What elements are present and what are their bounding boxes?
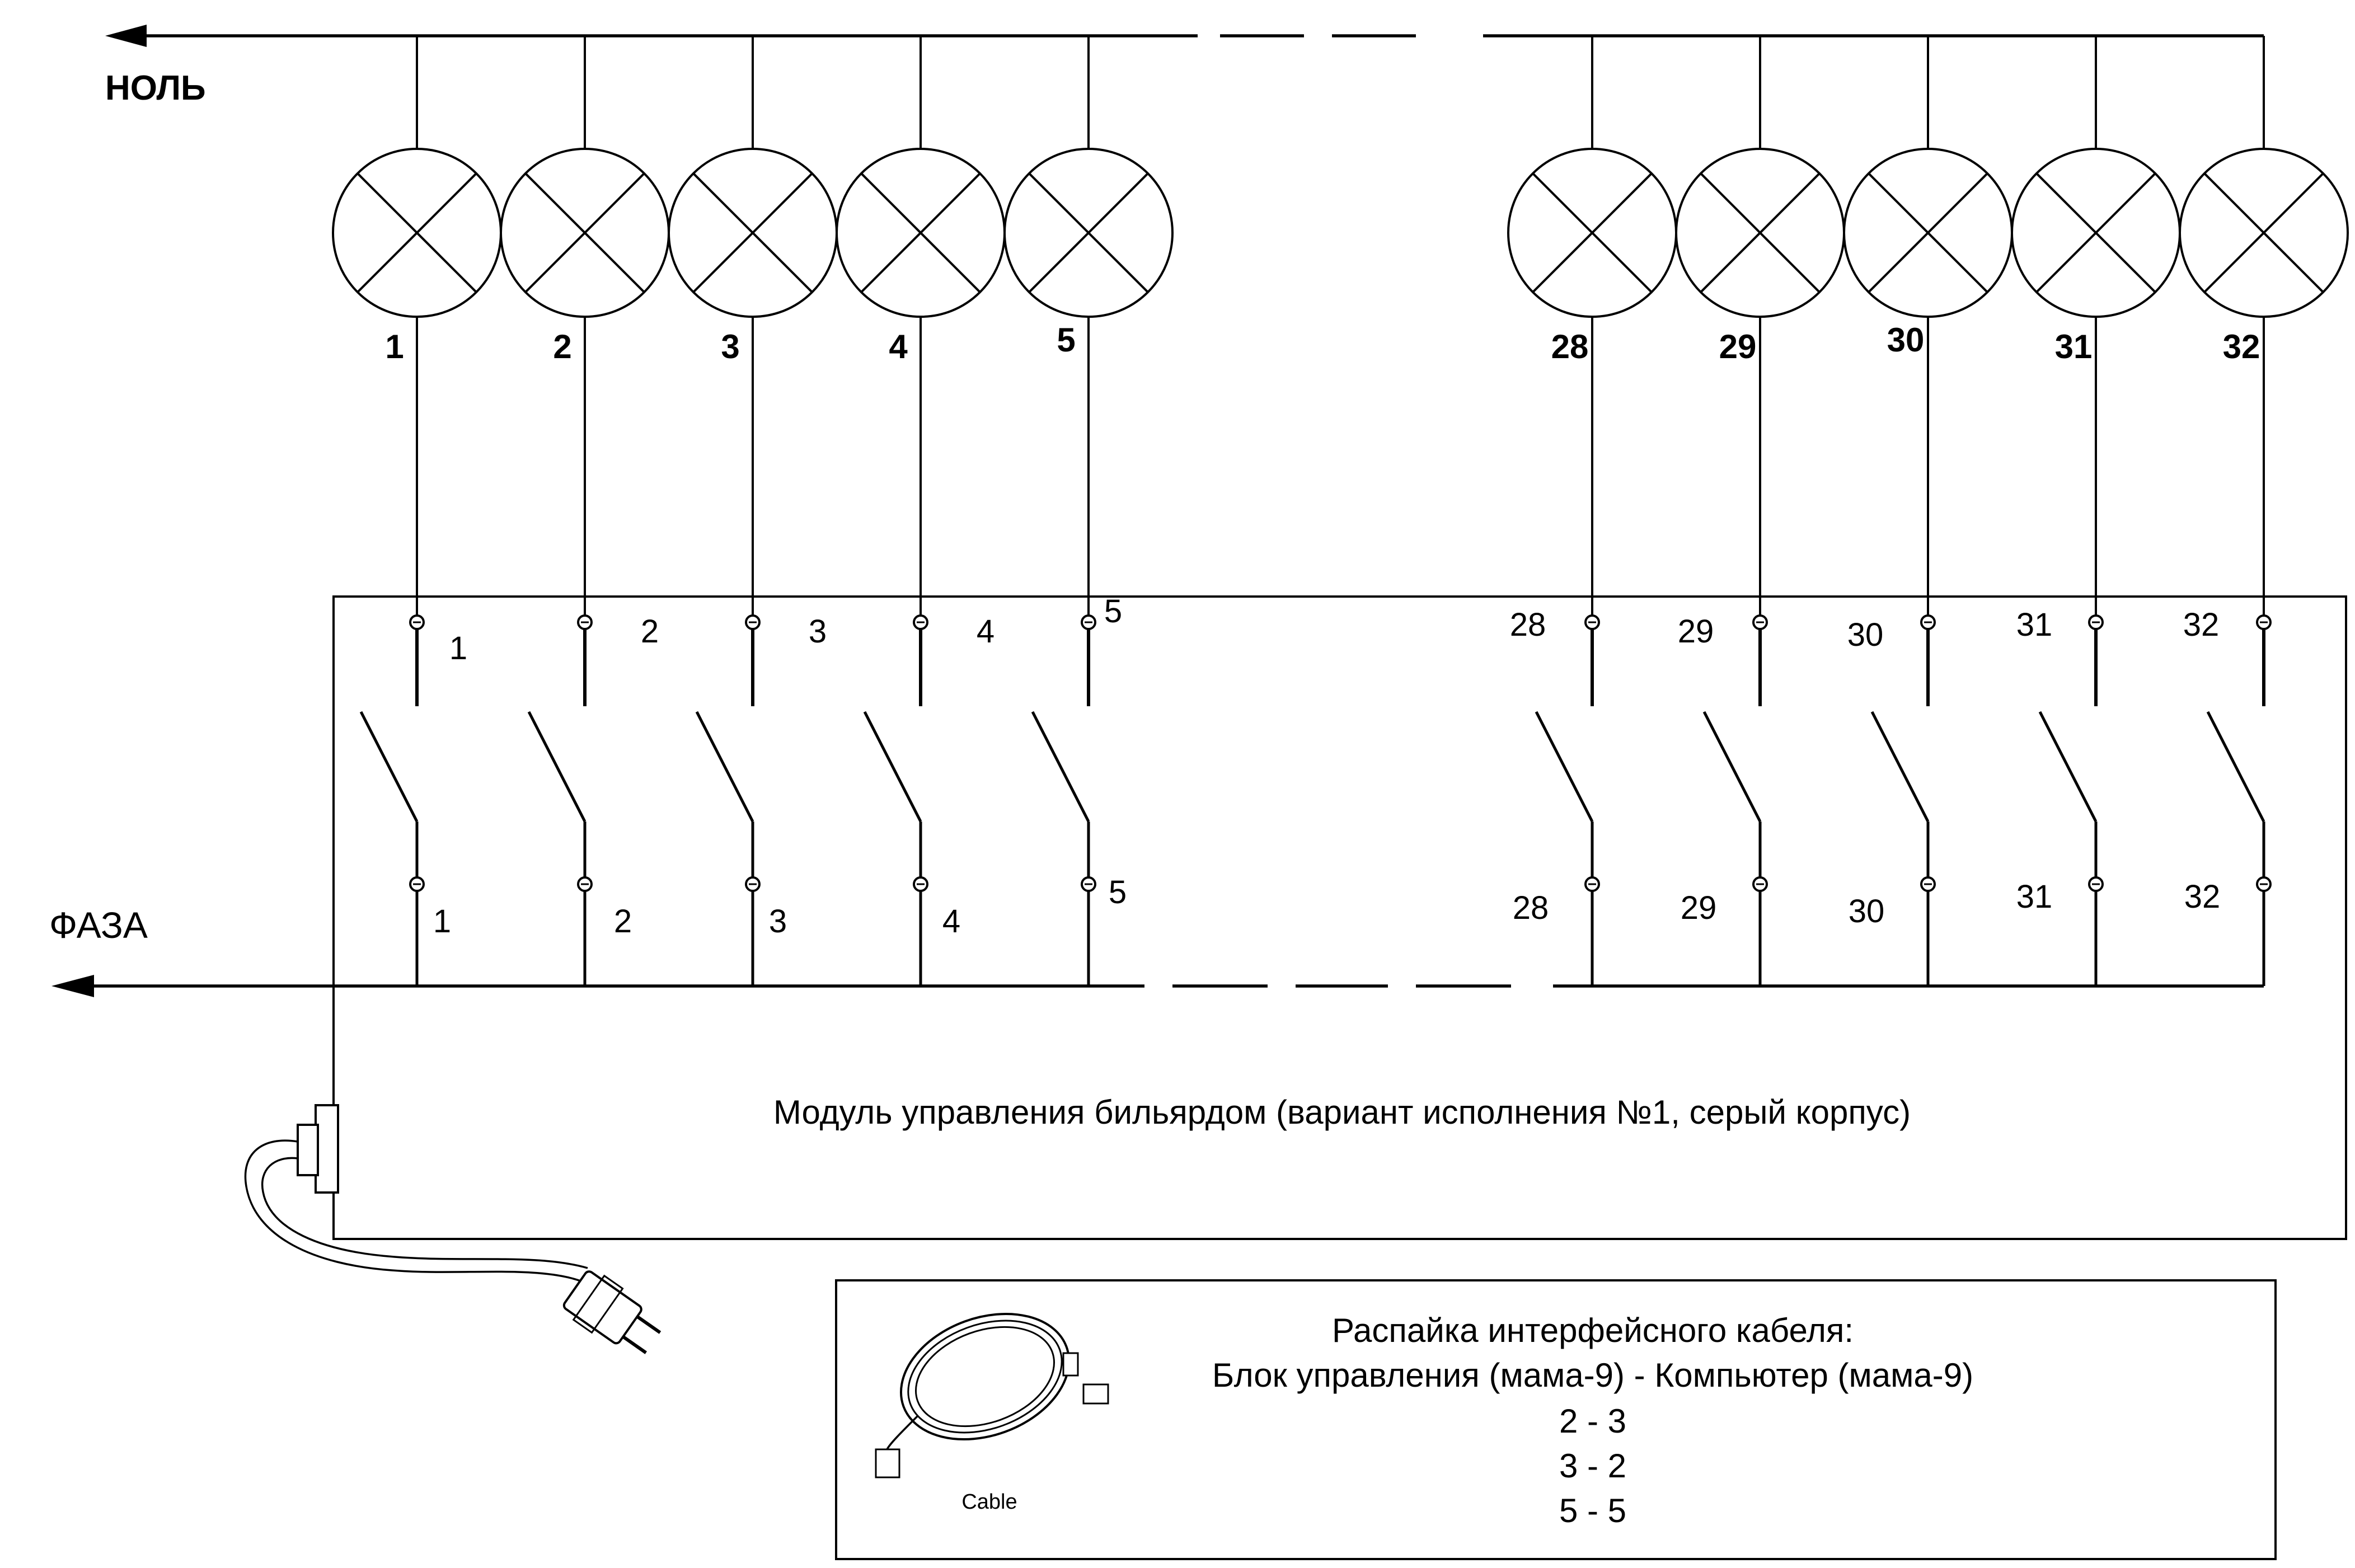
lamp-cross	[2203, 172, 2324, 293]
switch-blade	[863, 711, 922, 823]
terminal-lower-label: 30	[1849, 893, 1885, 929]
lamp-cross	[860, 172, 981, 293]
control-module-box	[332, 595, 2347, 1240]
lamp-number: 3	[721, 328, 739, 365]
neutral-bus: НОЛЬ	[105, 25, 2264, 107]
lamp-cross	[692, 172, 813, 293]
lamp-cross	[356, 172, 477, 293]
module-label: Модуль управления бильярдом (вариант исп…	[773, 1093, 1911, 1131]
lamp-cross	[524, 172, 645, 293]
terminal-upper-label: 32	[2183, 607, 2220, 643]
terminal-upper-label: 4	[977, 613, 994, 650]
terminal-upper-label: 31	[2016, 607, 2053, 643]
lamp-number: 29	[1719, 328, 1757, 365]
terminal-lower-label: 29	[1681, 890, 1717, 926]
channels: 1 1 1 2 2 2 3 3 3 4 4 4 5 5 5 28 28 28 29 29 29 30 30 30 31 31 31 3…	[332, 36, 2349, 986]
lamp-number: 1	[385, 328, 404, 365]
lamp-cross	[1868, 172, 1988, 293]
lamp-cross	[1700, 172, 1821, 293]
lamp-cross	[1532, 172, 1653, 293]
terminal-upper-label: 3	[809, 613, 827, 650]
neutral-arrowhead	[105, 25, 147, 47]
cable-coil-icon: Cable	[875, 1312, 1109, 1514]
switch-blade	[527, 711, 587, 823]
pinout-pair-2: 3 - 2	[1559, 1447, 1626, 1485]
terminal-lower-label: 1	[433, 903, 451, 940]
pinout-title: Распайка интерфейсного кабеля:	[1332, 1312, 1854, 1349]
switch-blade	[695, 711, 754, 823]
lamp-number: 4	[889, 328, 908, 365]
terminal-upper-label: 1	[449, 630, 467, 666]
terminal-lower-label: 31	[2016, 879, 2053, 915]
terminal-upper-label: 28	[1510, 607, 1546, 643]
pinout-panel: Cable Распайка интерфейсного кабеля: Бло…	[835, 1279, 2277, 1560]
pinout-pair-1: 2 - 3	[1559, 1402, 1626, 1440]
power-plug-icon	[244, 1104, 662, 1354]
switch-blade	[1870, 711, 1930, 823]
phase-arrowhead	[51, 975, 94, 997]
terminal-upper-label: 5	[1104, 593, 1122, 630]
lamp-number: 31	[2055, 328, 2093, 365]
terminal-upper-label: 30	[1847, 617, 1884, 653]
terminal-upper-label: 29	[1678, 613, 1714, 650]
switch-blade	[1535, 711, 1594, 823]
lamp-number: 32	[2223, 328, 2260, 365]
terminal-upper-label: 2	[641, 613, 659, 650]
switch-blade	[1702, 711, 1762, 823]
terminal-lower-label: 4	[942, 903, 960, 940]
pinout-pair-3: 5 - 5	[1559, 1492, 1626, 1529]
switch-blade	[359, 711, 419, 823]
switch-blade	[2206, 711, 2265, 823]
cable-caption: Cable	[961, 1490, 1017, 1514]
lamp-number: 5	[1057, 321, 1075, 359]
terminal-lower-label: 5	[1109, 874, 1127, 910]
lamp-number: 28	[1551, 328, 1589, 365]
neutral-label: НОЛЬ	[105, 69, 206, 107]
switch-blade	[2038, 711, 2098, 823]
lamp-number: 30	[1887, 321, 1925, 359]
phase-label: ФАЗА	[49, 904, 148, 946]
terminal-lower-label: 28	[1513, 890, 1549, 926]
terminal-lower-label: 3	[769, 903, 787, 940]
pinout-subtitle: Блок управления (мама-9) - Компьютер (ма…	[1212, 1356, 1973, 1394]
terminal-lower-label: 2	[614, 903, 632, 940]
lamp-cross	[2035, 172, 2156, 293]
terminal-lower-label: 32	[2184, 879, 2221, 915]
lamp-number: 2	[553, 328, 571, 365]
phase-bus: ФАЗА	[49, 904, 2264, 997]
lamp-cross	[1028, 172, 1149, 293]
switch-blade	[1031, 711, 1090, 823]
